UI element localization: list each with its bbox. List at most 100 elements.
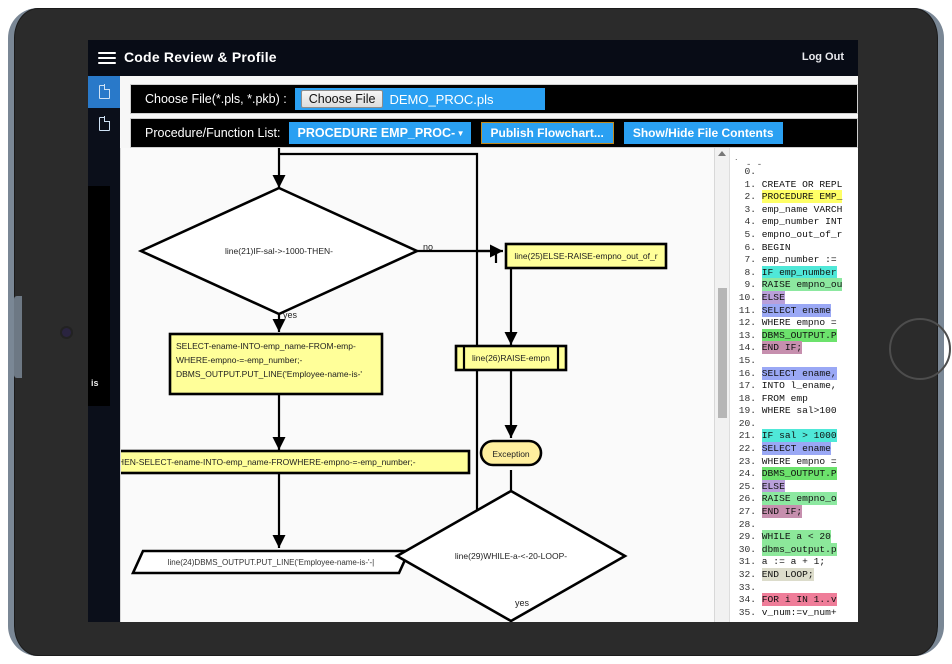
code-line-number: 26.	[733, 493, 762, 505]
code-line-text: PROCEDURE EMP_	[761, 190, 843, 204]
node-process-select-ename[interactable]: SELECT-ename-INTO-emp_name-FROM-emp- WHE…	[168, 332, 384, 396]
code-scrollbar[interactable]	[715, 148, 730, 622]
procedure-row: Procedure/Function List: PROCEDURE EMP_P…	[130, 118, 858, 148]
code-line-number: 11.	[733, 304, 762, 316]
logout-button[interactable]: Log Out	[801, 51, 844, 63]
page-title: Code Review & Profile	[124, 49, 277, 65]
code-line: 29. WHILE a < 20	[733, 530, 858, 544]
code-line: 16. SELECT ename,	[733, 366, 858, 381]
node-decision-while-loop[interactable]: line(29)WHILE-a-<-20-LOOP-	[394, 489, 628, 622]
tablet-side-button[interactable]	[14, 296, 22, 378]
code-line-number: 29.	[733, 531, 762, 543]
code-line-number: 31.	[733, 556, 762, 568]
code-line: 2. PROCEDURE EMP_	[733, 190, 858, 204]
code-line-number: 30.	[733, 543, 762, 555]
code-line: 1. CREATE OR REPL	[733, 179, 858, 192]
sidebar-item-file-1[interactable]	[88, 76, 120, 108]
document-icon	[98, 84, 111, 99]
code-line-text: BEGIN	[761, 241, 791, 253]
code-line-text: emp_number INT	[761, 216, 843, 228]
code-line: 35. v_num:=v_num+	[733, 607, 858, 620]
code-line: 30. dbms_output.p	[733, 542, 858, 557]
code-line-text: WHERE sal>100	[761, 405, 837, 417]
sidebar-footnote: is	[91, 378, 99, 388]
code-line: 34. FOR i IN 1..v	[733, 593, 858, 607]
front-camera-icon	[62, 328, 71, 337]
choose-file-button[interactable]: Choose File	[300, 90, 384, 108]
node-label: 1000-THEN-SELECT-ename-INTO-emp_name-FRO…	[121, 457, 416, 467]
code-line-number: 2.	[733, 191, 762, 203]
code-line: 7. emp_number :=	[733, 254, 858, 267]
code-line: 22. SELECT ename	[733, 442, 858, 456]
code-line-number: 6.	[733, 241, 762, 253]
file-chooser-row: Choose File(*.pls, *.pkb) : Choose File …	[130, 84, 858, 114]
code-line-number: 8.	[733, 266, 762, 278]
code-line-text: SELECT ename	[761, 303, 831, 317]
code-line: 17. INTO l_ename,	[733, 380, 858, 393]
triangle-up-icon[interactable]	[718, 151, 726, 156]
node-io-dbms-output[interactable]: line(24)DBMS_OUTPUT.PUT_LINE('Employee-n…	[130, 549, 412, 575]
code-line-text: v_num:=v_num+	[761, 606, 837, 618]
code-line-text: dbms_output.p	[761, 542, 837, 556]
flowchart-svg: line(21)IF-sal->-1000-THEN- no yes line(…	[121, 148, 668, 622]
code-line: 11. SELECT ename	[733, 303, 858, 318]
node-label-line-3: DBMS_OUTPUT.PUT_LINE('Employee-name-is-'	[176, 369, 362, 379]
code-line-number: 19.	[733, 405, 762, 417]
code-line: 31. a := a + 1;	[733, 556, 858, 569]
code-line: 18. FROM emp	[733, 393, 858, 406]
node-label: line(25)ELSE-RAISE-empno_out_of_r	[514, 251, 657, 261]
code-line-number: 28.	[733, 518, 762, 530]
node-decision-if-sal[interactable]: line(21)IF-sal->-1000-THEN-	[137, 186, 421, 316]
node-process-else-raise[interactable]: line(25)ELSE-RAISE-empno_out_of_r	[504, 242, 668, 270]
hamburger-icon[interactable]	[98, 49, 116, 65]
code-line: 6. BEGIN	[733, 242, 858, 255]
code-line-text: END IF;	[761, 505, 803, 519]
code-line-number: 22.	[733, 443, 762, 455]
node-terminal-exception[interactable]: Exception	[479, 439, 543, 467]
scrollbar-thumb[interactable]	[718, 288, 727, 418]
app-screen: Code Review & Profile Log Out is Choose …	[88, 40, 858, 622]
code-line-number: 1.	[733, 178, 762, 190]
procedure-list-label: Procedure/Function List:	[145, 126, 281, 140]
code-line-number: 18.	[733, 392, 762, 404]
code-line-text: RAISE empno_o	[761, 492, 837, 506]
sidebar-panel-shadow	[88, 186, 110, 406]
code-line-number: 23.	[733, 455, 762, 467]
code-line-text: SELECT ename,	[761, 366, 837, 380]
code-line: 20.	[733, 418, 858, 431]
code-line: 13. DBMS_OUTPUT.P	[733, 328, 858, 343]
code-line-text: FROM emp	[761, 392, 808, 404]
file-chooser-label: Choose File(*.pls, *.pkb) :	[145, 92, 287, 106]
procedure-select[interactable]: PROCEDURE EMP_PROC- ▼	[288, 122, 471, 144]
sidebar-item-file-2[interactable]	[88, 108, 120, 140]
home-button[interactable]	[889, 318, 951, 380]
node-label-line-2: WHERE-empno-=-emp_number;-	[176, 355, 303, 365]
code-line: 10. ELSE	[733, 290, 858, 305]
code-line-number: 32.	[733, 569, 762, 580]
code-line-text: WHERE empno =	[761, 455, 837, 467]
code-line-text: END IF;	[761, 341, 803, 355]
code-line-number: 0.	[733, 166, 762, 177]
chevron-down-icon: ▼	[456, 128, 465, 138]
code-line-number: 5.	[733, 228, 762, 240]
code-line-number: 25.	[733, 480, 762, 492]
node-process-raise-empn[interactable]: line(26)RAISE-empn	[454, 344, 568, 372]
code-line-text: WHILE a < 20	[761, 530, 831, 544]
show-hide-file-contents-button[interactable]: Show/Hide File Contents	[623, 122, 783, 144]
flowchart-canvas[interactable]: line(21)IF-sal->-1000-THEN- no yes line(…	[120, 148, 714, 622]
code-line: 4. emp_number INT	[733, 216, 858, 229]
code-line-text: emp_name VARCH	[761, 203, 843, 215]
controls-area: Choose File(*.pls, *.pkb) : Choose File …	[130, 84, 858, 148]
code-line-text: CREATE OR REPL	[761, 178, 843, 190]
code-line: 19. WHERE sal>100	[733, 405, 858, 418]
code-line-number: 33.	[733, 581, 762, 593]
file-input[interactable]: Choose File DEMO_PROC.pls	[294, 88, 545, 110]
code-line-number: 16.	[733, 367, 762, 379]
node-label-line-1: SELECT-ename-INTO-emp_name-FROM-emp-	[176, 341, 356, 351]
code-line-number: 35.	[733, 606, 762, 618]
code-line-text: WHERE empno =	[761, 317, 837, 329]
edge-label-yes-2: yes	[515, 598, 530, 608]
file-contents-panel[interactable]: . - - 0. 1. CREATE OR REPL 2. PROCEDURE …	[714, 148, 858, 622]
node-process-1000-then[interactable]: 1000-THEN-SELECT-ename-INTO-emp_name-FRO…	[121, 449, 471, 475]
publish-flowchart-button[interactable]: Publish Flowchart...	[480, 122, 614, 144]
